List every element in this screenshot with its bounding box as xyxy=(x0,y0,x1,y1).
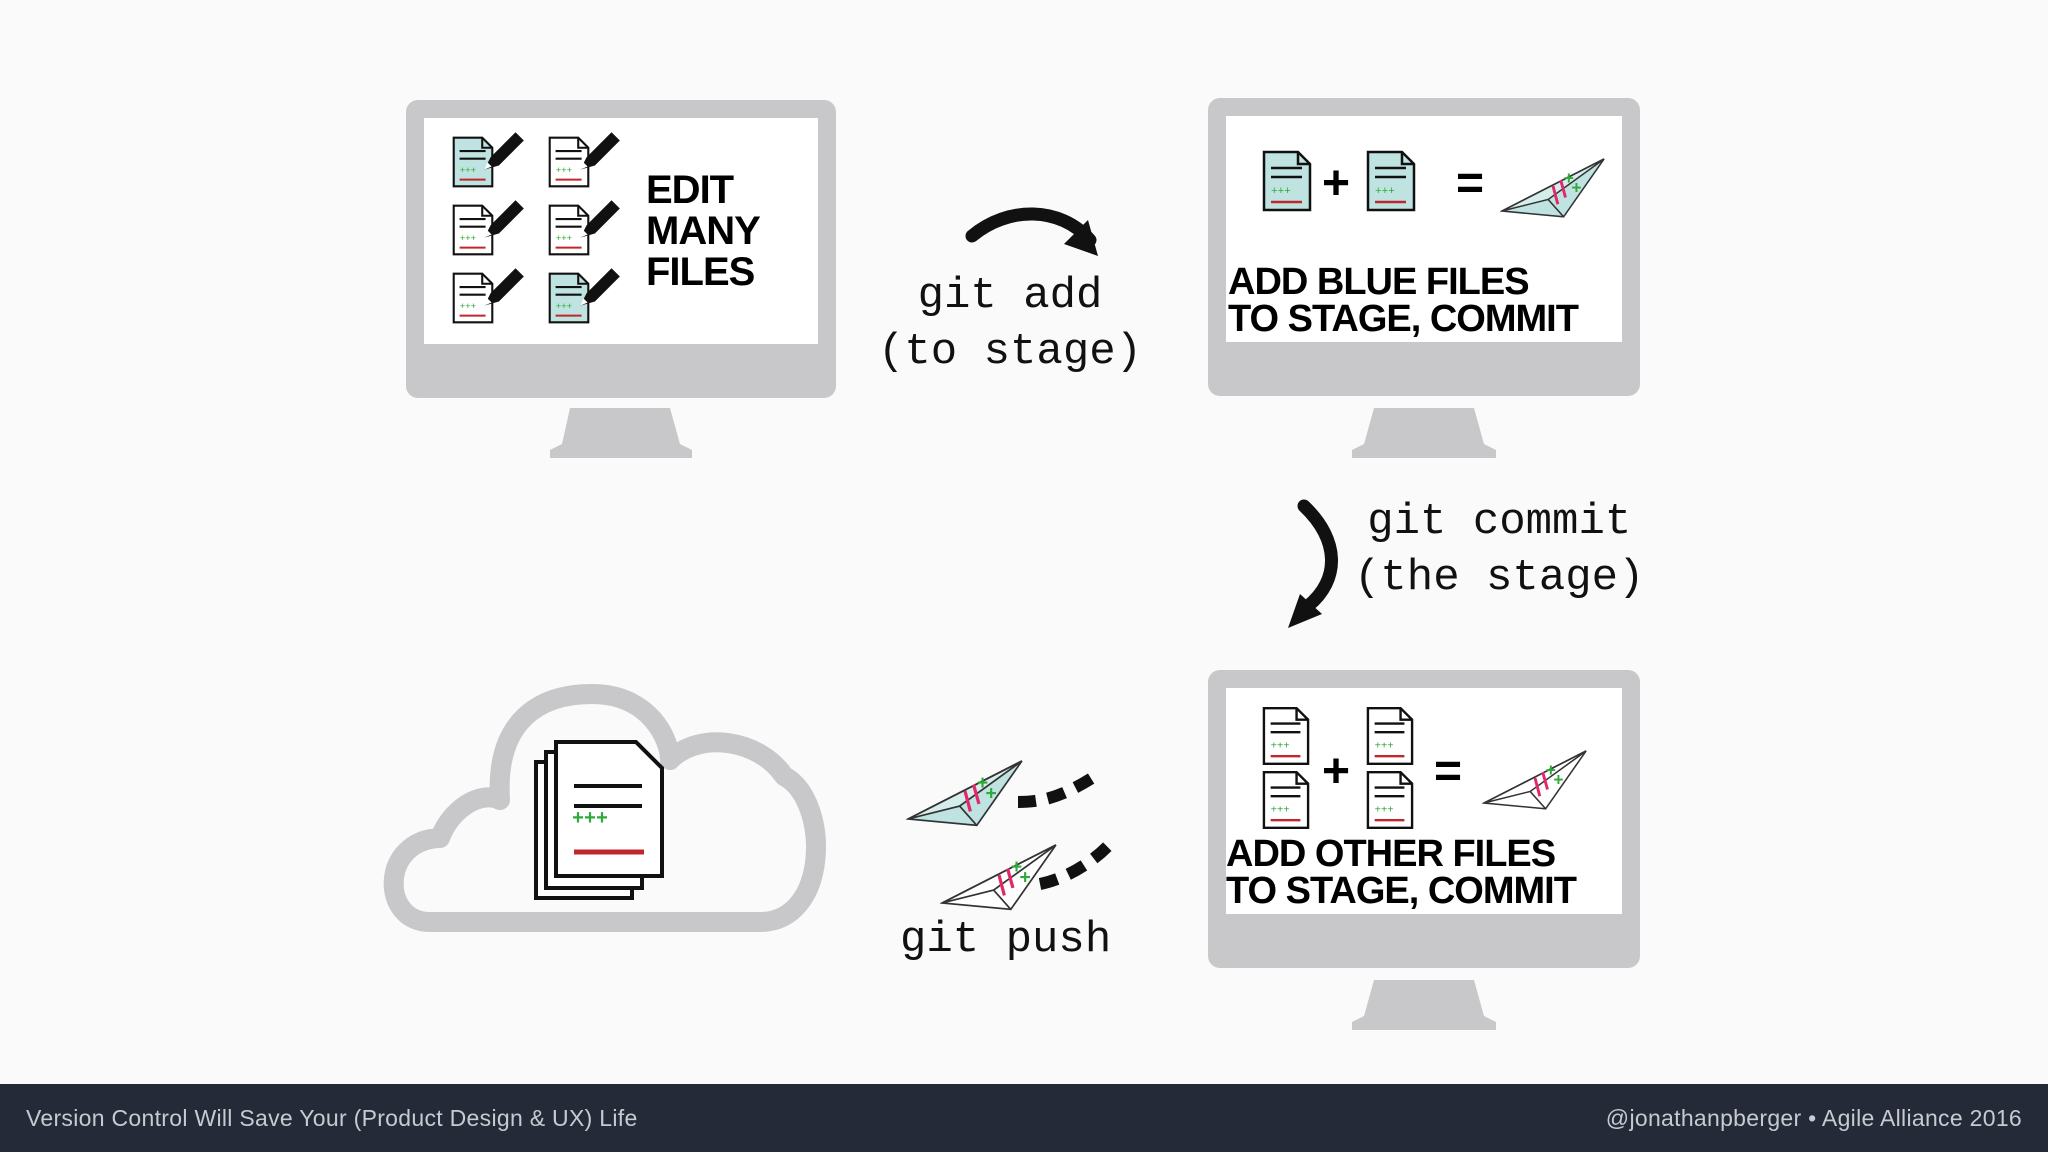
blue-file-icon xyxy=(1366,150,1416,212)
stage-other-line2: TO STAGE, COMMIT xyxy=(1226,870,1577,912)
other-plus-sign: + xyxy=(1322,745,1350,798)
paper-plane-icon xyxy=(940,843,1058,912)
git-commit-note: (the stage) xyxy=(1354,553,1645,603)
blue-equals-sign: = xyxy=(1456,157,1484,210)
other-equals-sign: = xyxy=(1434,745,1462,798)
git-add-note: (to stage) xyxy=(878,327,1143,377)
footer-talk-title: Version Control Will Save Your (Product … xyxy=(26,1104,638,1131)
document-stack-icon xyxy=(534,740,664,900)
footer-author-event: @jonathanpberger • Agile Alliance 2016 xyxy=(1605,1104,2022,1131)
monitor-stage-other xyxy=(1208,670,1640,1030)
git-commit-label: git commit (the stage) xyxy=(1354,494,1644,606)
stage-blue-line1: ADD BLUE FILES xyxy=(1228,261,1530,303)
stage-other-label: ADD OTHER FILES TO STAGE, COMMIT xyxy=(1226,833,1577,912)
slide-footer: Version Control Will Save Your (Product … xyxy=(0,1084,2048,1152)
blue-file-icon xyxy=(1262,150,1312,212)
edit-label: EDIT MANY FILES xyxy=(646,168,761,294)
file-icon xyxy=(1366,706,1414,766)
cloud-doc-marks: +++ xyxy=(572,808,609,831)
git-workflow-diagram: +++ + + xyxy=(383,98,1640,1030)
file-icon xyxy=(1366,770,1414,830)
stage-blue-line2: TO STAGE, COMMIT xyxy=(1228,298,1579,340)
git-commit-command: git commit xyxy=(1367,497,1632,547)
monitor-edit xyxy=(406,100,836,458)
git-push-command: git push xyxy=(900,915,1112,965)
file-icon xyxy=(1262,770,1310,830)
stage-other-line1: ADD OTHER FILES xyxy=(1226,833,1556,875)
git-push-label: git push xyxy=(900,912,1111,968)
stage-blue-label: ADD BLUE FILES TO STAGE, COMMIT xyxy=(1228,261,1579,340)
monitor-stage-blue xyxy=(1208,98,1640,458)
push-planes xyxy=(906,759,1113,912)
arrow-git-commit xyxy=(1288,499,1338,628)
file-icon xyxy=(1262,706,1310,766)
git-add-command: git add xyxy=(917,271,1103,321)
blue-plus-sign: + xyxy=(1322,157,1350,210)
cloud-remote xyxy=(383,684,826,932)
edit-label-line1: EDIT xyxy=(646,168,734,212)
arrow-git-add xyxy=(965,207,1098,256)
edit-label-line3: FILES xyxy=(646,250,755,294)
git-add-label: git add (to stage) xyxy=(878,268,1142,380)
edit-label-line2: MANY xyxy=(646,209,761,253)
paper-plane-icon xyxy=(906,759,1024,828)
